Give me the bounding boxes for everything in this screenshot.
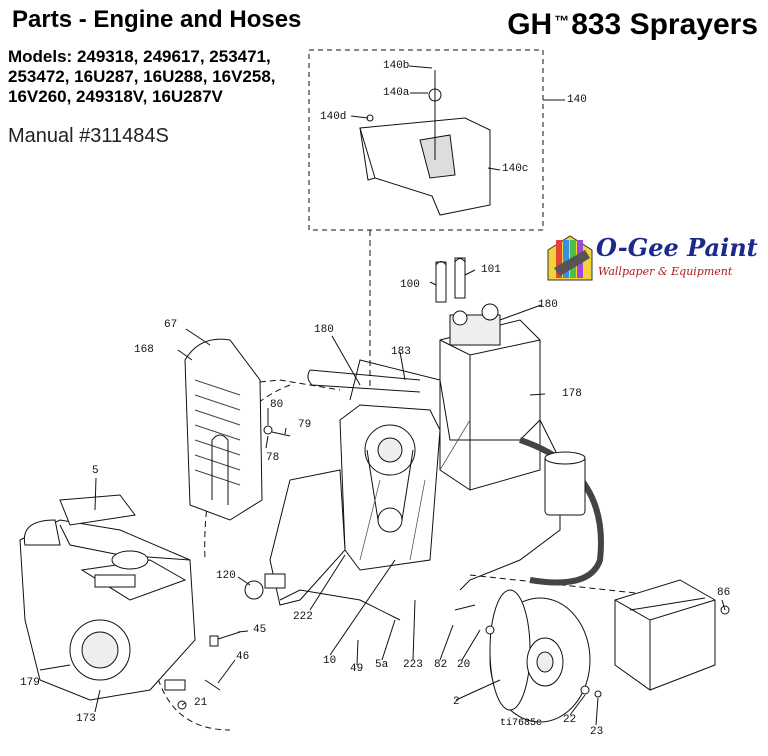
callout-140b: 140b [383,60,410,72]
models-list: Models: 249318, 249617, 253471, 253472, … [8,47,276,107]
callout-80: 80 [270,399,284,411]
callout-140d: 140d [320,111,347,123]
callout-5: 5 [92,465,99,477]
callout-179: 179 [20,677,40,689]
product-suffix: 833 Sprayers [571,8,758,41]
callout-183: 183 [391,346,411,358]
paint-roller-house-icon [547,235,593,281]
callout-82: 82 [434,659,448,671]
manual-number: Manual #311484S [8,125,169,147]
callout-67: 67 [164,319,178,331]
callout-10: 10 [323,655,337,667]
callout-140a: 140a [383,87,410,99]
shroud-140c [359,117,491,216]
hose-100 [435,261,447,303]
callout-86: 86 [717,587,731,599]
callout-140: 140 [567,94,587,106]
callout-78: 78 [266,452,280,464]
callout-222: 222 [293,611,313,623]
callout-5a: 5a [375,659,389,671]
callout-20: 20 [457,659,471,671]
callout-120: 120 [216,570,236,582]
hose-101 [454,257,466,299]
callout-46: 46 [236,651,250,663]
trademark-symbol: ™ [554,13,570,30]
assembly-140-box [308,49,544,231]
callout-140c: 140c [502,163,529,175]
battery-box [614,579,716,691]
callout-223: 223 [403,659,423,671]
callout-2: 2 [453,696,460,708]
models-line-2: 253472, 16U287, 16U288, 16V258, [8,67,276,86]
belt-guard-67 [184,338,263,521]
callout-180-left: 180 [314,324,334,336]
frame [349,359,561,591]
callout-173: 173 [76,713,96,725]
cap-120 [244,580,264,600]
callout-178: 178 [562,388,582,400]
callout-23: 23 [590,726,604,738]
callout-100: 100 [400,279,420,291]
callout-49: 49 [350,663,364,675]
product-prefix: GH [507,8,553,41]
callout-21: 21 [194,697,208,709]
models-line-3: 16V260, 249318V, 16U287V [8,87,223,106]
page-title: Parts - Engine and Hoses [12,6,302,33]
callout-22: 22 [563,714,577,726]
logo-name: O-Gee Paint [596,233,758,262]
callout-45: 45 [253,624,267,636]
models-line-1: Models: 249318, 249617, 253471, [8,47,271,66]
callout-180-right: 180 [538,299,558,311]
callout-168: 168 [134,344,154,356]
callout-79: 79 [298,419,312,431]
callout-101: 101 [481,264,501,276]
logo-tagline: Wallpaper & Equipment [598,265,733,278]
figure-code: ti7685c [500,718,543,729]
